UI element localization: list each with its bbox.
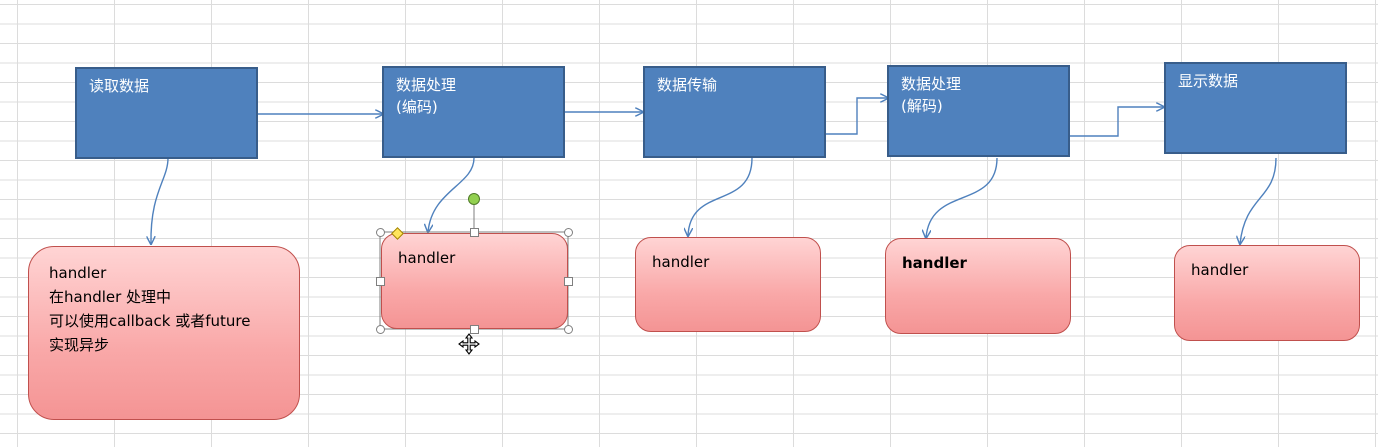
move-cursor-icon xyxy=(458,333,480,355)
handler-note-line: handler xyxy=(49,264,107,282)
resize-handle-top-right[interactable] xyxy=(564,228,573,237)
handler-note-line: handler xyxy=(398,249,456,267)
process-step-decode[interactable]: 数据处理 (解码) xyxy=(887,65,1070,157)
handler-note-transmit[interactable]: handler xyxy=(635,237,821,332)
flow-arrow-4[interactable] xyxy=(1070,107,1164,137)
process-step-label: 显示数据 xyxy=(1178,72,1239,90)
process-step-transmit[interactable]: 数据传输 xyxy=(643,66,826,158)
process-step-label: 数据处理 xyxy=(396,76,457,94)
handler-note-main[interactable]: handler 在handler 处理中 可以使用callback 或者futu… xyxy=(28,246,300,420)
handler-note-encode-selected[interactable]: handler xyxy=(381,233,568,329)
process-step-sublabel: (解码) xyxy=(901,97,943,115)
flow-arrow-3[interactable] xyxy=(826,98,888,135)
process-step-read-data[interactable]: 读取数据 xyxy=(75,67,258,159)
process-step-display-data[interactable]: 显示数据 xyxy=(1164,62,1347,154)
resize-handle-left[interactable] xyxy=(376,277,385,286)
handler-arrow-2[interactable] xyxy=(428,157,475,232)
handler-note-display[interactable]: handler xyxy=(1174,245,1360,341)
process-step-sublabel: (编码) xyxy=(396,98,438,116)
handler-arrow-5[interactable] xyxy=(1240,157,1277,244)
resize-handle-bottom-left[interactable] xyxy=(376,325,385,334)
process-step-label: 数据处理 xyxy=(901,75,962,93)
resize-handle-bottom-right[interactable] xyxy=(564,325,573,334)
handler-arrow-3[interactable] xyxy=(688,157,753,236)
handler-arrow-4[interactable] xyxy=(926,157,998,238)
process-step-label: 数据传输 xyxy=(657,76,718,94)
resize-handle-bottom[interactable] xyxy=(470,325,479,334)
handler-note-line: handler xyxy=(652,253,710,271)
resize-handle-top-left[interactable] xyxy=(376,228,385,237)
process-step-label: 读取数据 xyxy=(89,77,150,95)
handler-note-line: handler xyxy=(1191,261,1249,279)
handler-note-decode[interactable]: handler xyxy=(885,238,1071,334)
handler-note-line: 实现异步 xyxy=(49,336,110,354)
resize-handle-top[interactable] xyxy=(470,228,479,237)
handler-note-line: handler xyxy=(902,254,967,272)
process-step-encode[interactable]: 数据处理 (编码) xyxy=(382,66,565,158)
handler-note-line: 可以使用callback 或者future xyxy=(49,312,251,330)
handler-note-line: 在handler 处理中 xyxy=(49,288,172,306)
resize-handle-right[interactable] xyxy=(564,277,573,286)
handler-arrow-1[interactable] xyxy=(151,157,169,244)
rotation-handle[interactable] xyxy=(468,193,480,205)
